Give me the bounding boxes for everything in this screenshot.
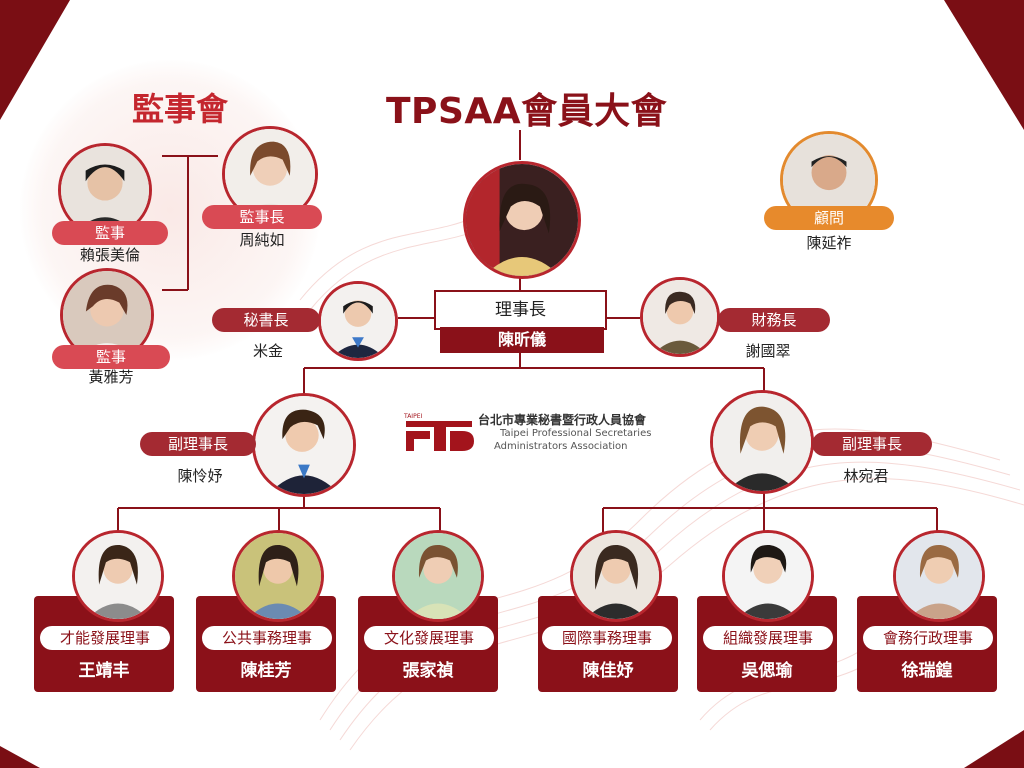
role-pill-treasurer: 財務長	[718, 308, 830, 332]
name-advisor: 陳延祚	[806, 234, 852, 252]
role-pill-supervisor-1: 監事	[52, 221, 168, 245]
avatar-treasurer	[640, 277, 720, 357]
role-pill-secretary: 秘書長	[212, 308, 320, 332]
name-treasurer: 謝國翠	[745, 342, 791, 360]
name-supervisor-chief: 周純如	[239, 231, 285, 249]
avatar-secretary	[318, 281, 398, 361]
role-pill-director-1: 才能發展理事	[40, 626, 170, 650]
role-pill-vice-chair-2: 副理事長	[812, 432, 932, 456]
name-vice-chair-1: 陳怜妤	[177, 467, 223, 485]
corner-decoration-top-right	[944, 0, 1024, 130]
chairman-name-box: 陳昕儀	[440, 327, 604, 353]
name-director-6: 徐瑞鍠	[901, 661, 953, 681]
role-pill-vice-chair-1: 副理事長	[140, 432, 256, 456]
association-logo: TAIPEI	[403, 413, 474, 451]
name-director-1: 王靖丰	[78, 661, 130, 681]
name-secretary: 米金	[252, 342, 283, 360]
corner-decoration-bottom-left	[0, 746, 40, 768]
role-pill-director-2: 公共事務理事	[202, 626, 332, 650]
role-pill-director-4: 國際事務理事	[542, 626, 672, 650]
avatar-director-4	[570, 530, 662, 622]
name-vice-chair-2: 林宛君	[843, 467, 889, 485]
avatar-director-5	[722, 530, 814, 622]
logo-mark-text: TAIPEI	[403, 413, 422, 420]
role-pill-director-3: 文化發展理事	[364, 626, 494, 650]
role-pill-director-6: 會務行政理事	[863, 626, 993, 650]
name-director-3: 張家禎	[402, 661, 454, 681]
logo-name-english-line-1: Taipei Professional Secretaries	[500, 428, 652, 439]
name-supervisor-2: 黃雅芳	[88, 368, 134, 386]
role-pill-director-5: 組織發展理事	[703, 626, 833, 650]
corner-decoration-top-left	[0, 0, 70, 120]
logo-name-chinese: 台北市專業秘書暨行政人員協會	[478, 413, 647, 427]
chairman-role-box: 理事長	[434, 290, 607, 330]
logo-name-english-line-2: Administrators Association	[494, 441, 628, 452]
avatar-chairman	[463, 161, 581, 279]
role-pill-advisor: 顧問	[764, 206, 894, 230]
avatar-director-1	[72, 530, 164, 622]
role-pill-supervisor-2: 監事	[52, 345, 170, 369]
name-director-5: 吳偲瑜	[741, 661, 793, 681]
role-pill-supervisor-chief: 監事長	[202, 205, 322, 229]
name-supervisor-1: 賴張美倫	[79, 246, 140, 264]
corner-decoration-bottom-right	[964, 730, 1024, 768]
name-director-4: 陳佳妤	[582, 661, 634, 681]
page-title: TPSAA會員大會	[386, 91, 668, 132]
supervisors-heading: 監事會	[132, 90, 229, 128]
avatar-director-3	[392, 530, 484, 622]
avatar-director-2	[232, 530, 324, 622]
avatar-vice-chair-2	[710, 390, 814, 494]
avatar-vice-chair-1	[252, 393, 356, 497]
name-director-2: 陳桂芳	[240, 661, 292, 681]
avatar-director-6	[893, 530, 985, 622]
